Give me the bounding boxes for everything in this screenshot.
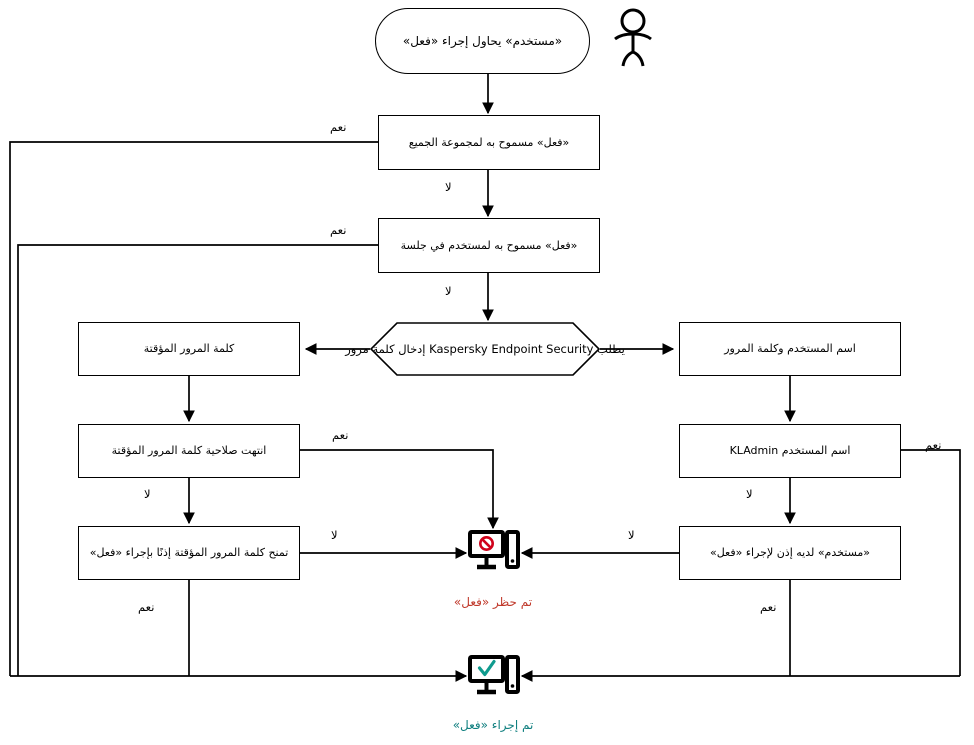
edge-label-everyone-allowed-no: لا	[445, 180, 452, 194]
node-temp-password-expired[interactable]: انتهت صلاحية كلمة المرور المؤقتة	[78, 424, 300, 478]
node-everyone-allowed-label: «فعل» مسموح به لمجموعة الجميع	[408, 135, 570, 149]
node-kes-password-prompt-label: يطلب Kaspersky Endpoint Security إدخال ك…	[345, 342, 625, 356]
node-temp-password-label: كلمة المرور المؤقتة	[143, 342, 235, 356]
monitor-blocked-icon	[468, 530, 520, 580]
user-actor-icon	[608, 8, 658, 72]
edge-label-session-user-allowed-no: لا	[445, 284, 452, 298]
node-session-user-allowed-label: «فعل» مسموح به لمستخدم في جلسة	[400, 238, 578, 252]
node-user-has-permission-label: «مستخدم» لديه إذن لإجراء «فعل»	[710, 546, 870, 560]
node-username-password-label: اسم المستخدم وكلمة المرور	[724, 342, 856, 356]
edge-label-temp-password-expired-no: لا	[144, 487, 151, 501]
caption-done: تم إجراء «فعل»	[452, 718, 534, 732]
caption-blocked: تم حظر «فعل»	[453, 595, 533, 609]
node-temp-password-expired-label: انتهت صلاحية كلمة المرور المؤقتة	[111, 444, 267, 458]
edge-label-user-has-permission-no: لا	[628, 528, 635, 542]
node-temp-password-grants[interactable]: تمنح كلمة المرور المؤقتة إذنًا بإجراء «ف…	[78, 526, 300, 580]
node-username-password[interactable]: اسم المستخدم وكلمة المرور	[679, 322, 901, 376]
node-temp-password[interactable]: كلمة المرور المؤقتة	[78, 322, 300, 376]
node-kes-password-prompt[interactable]: يطلب Kaspersky Endpoint Security إدخال ك…	[345, 322, 625, 376]
node-session-user-allowed[interactable]: «فعل» مسموح به لمستخدم في جلسة	[378, 218, 600, 273]
node-start[interactable]: «مستخدم» يحاول إجراء «فعل»	[375, 8, 590, 74]
edge-label-kladmin-username-no: لا	[746, 487, 753, 501]
node-start-label: «مستخدم» يحاول إجراء «فعل»	[402, 33, 563, 48]
node-temp-password-grants-label: تمنح كلمة المرور المؤقتة إذنًا بإجراء «ف…	[89, 546, 289, 560]
edge-label-everyone-allowed-yes: نعم	[330, 120, 347, 134]
edge-label-temp-password-grants-no: لا	[331, 528, 338, 542]
edge-label-temp-password-expired-yes: نعم	[332, 428, 349, 442]
node-user-has-permission[interactable]: «مستخدم» لديه إذن لإجراء «فعل»	[679, 526, 901, 580]
edge-label-session-user-allowed-yes: نعم	[330, 223, 347, 237]
edge-label-temp-password-grants-yes: نعم	[138, 600, 155, 614]
edge-label-user-has-permission-yes: نعم	[760, 600, 777, 614]
node-kladmin-username-label: اسم المستخدم KLAdmin	[729, 444, 851, 458]
monitor-check-icon	[468, 655, 520, 705]
node-everyone-allowed[interactable]: «فعل» مسموح به لمجموعة الجميع	[378, 115, 600, 170]
edge-label-kladmin-username-yes: نعم	[925, 438, 942, 452]
node-kladmin-username[interactable]: اسم المستخدم KLAdmin	[679, 424, 901, 478]
